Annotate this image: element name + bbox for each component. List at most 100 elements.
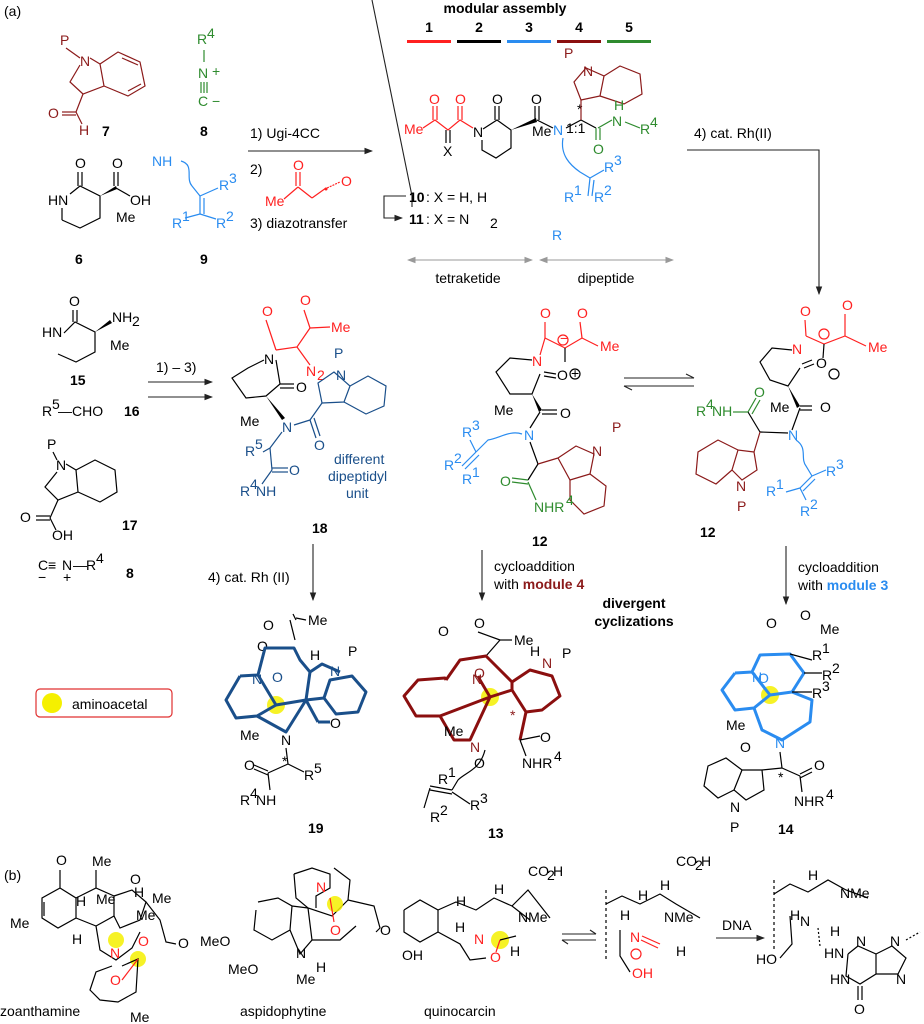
svg-text:*: * [282,753,288,769]
condition-step1: 1) Ugi-4CC [250,125,320,141]
atom-R3: R [470,797,480,813]
atom-R3: R [462,424,472,440]
compound-label-9: 9 [200,251,208,267]
atom-Me: Me [726,717,746,733]
atom-R1b: R [564,189,574,205]
atom-R1: R [438,771,448,787]
atom-N: N [330,663,340,679]
atom-R2: R [822,667,832,683]
steps-1-3-arrow: 1) – 3) [148,359,214,401]
compound-label-15: 15 [70,372,86,388]
compound-label-12a: 12 [532,533,548,549]
module-number-5: 5 [625,19,633,35]
compound-label-17: 17 [122,517,138,533]
svg-text:2: 2 [490,215,498,231]
atom-R1: R [766,483,776,499]
atom-P: P [730,819,739,835]
atom-O: O [69,293,80,309]
svg-text:5: 5 [255,436,263,452]
atom-O: O [130,871,141,887]
equilibrium-arrows [623,373,695,391]
dna-arrow: DNA [716,917,766,942]
module-number-4: 4 [575,19,583,35]
atom-Me: Me [116,209,136,225]
atom-Me: Me [92,853,112,869]
atom-H: H [310,647,320,663]
atom-Me: Me [404,121,424,137]
atom-H: H [790,907,800,923]
atom-N: N [56,457,66,473]
module-bar-4 [557,40,601,43]
atom-O: O [341,173,352,189]
compound-label-16: 16 [124,403,140,419]
atom-N: N [281,732,291,748]
modular-assembly-title: modular assembly [444,0,567,16]
divergent-label-1: divergent [602,595,665,611]
atom-P: P [60,32,69,48]
condition-step4b: 4) cat. Rh (II) [208,569,290,585]
svg-text:4: 4 [250,476,258,492]
atom-OH: OH [130,192,151,208]
atom-N: N [470,739,480,755]
atom-N: N [316,879,326,895]
atom-O: O [75,155,86,171]
svg-text:2: 2 [440,802,448,818]
note-different: different [334,451,384,467]
atom-Me: Me [532,123,552,139]
np-name-quinocarcin: quinocarcin [424,1003,496,1019]
atom-O: O [20,509,31,525]
atom-Me: Me [240,727,260,743]
atom-Me: Me [265,193,285,209]
atom-CO2H: CO [676,853,697,869]
compound-label-11: 11 [409,211,424,227]
compound-label-6: 6 [75,251,83,267]
rh-step-arrow: 4) cat. Rh(II) [687,125,823,296]
atom-R4: R [240,792,250,808]
atom-H: H [510,943,520,959]
atom-O: O [557,367,568,383]
atom-OH: OH [402,947,423,963]
atom-OH: OH [52,527,73,543]
atom-P: P [612,419,621,435]
atom-Me: Me [96,891,116,907]
atom-N: N [252,671,262,687]
module-bar-2 [457,40,501,43]
atom-O: O [577,305,588,321]
condition-dna: DNA [722,917,752,933]
atom-R4: R [240,483,250,499]
atom-O: O [500,473,511,489]
svg-text:2: 2 [454,450,462,466]
module-bar-1 [407,40,451,43]
atom-NH: NH [256,483,276,499]
atom-N: N [473,124,483,140]
atom-NHR4: NHR [534,499,564,515]
atom-C: C [198,93,208,109]
atom-P: P [562,645,571,661]
atom-N: N [890,933,900,949]
atom-OH: OH [632,965,653,981]
atom-O: O [814,757,825,773]
atom-P: P [348,643,357,659]
svg-text:4: 4 [706,396,714,412]
atom-HN: HN [824,945,844,961]
svg-text:*: * [510,707,516,723]
atom-R3: R [812,685,822,701]
atom-H: H [456,893,466,909]
svg-text:4: 4 [207,25,215,41]
svg-text:4: 4 [554,748,562,764]
atom-N: N [630,929,640,945]
svg-text:1: 1 [574,182,582,198]
atom-R2: R [216,215,226,231]
atom-O: O [48,105,59,121]
atom-O: O [820,399,831,415]
svg-text:2: 2 [604,182,612,198]
rh-step-arrow-2: 4) cat. Rh (II) [208,544,317,602]
atom-H: H [614,97,624,113]
atom-Me: Me [514,632,534,648]
